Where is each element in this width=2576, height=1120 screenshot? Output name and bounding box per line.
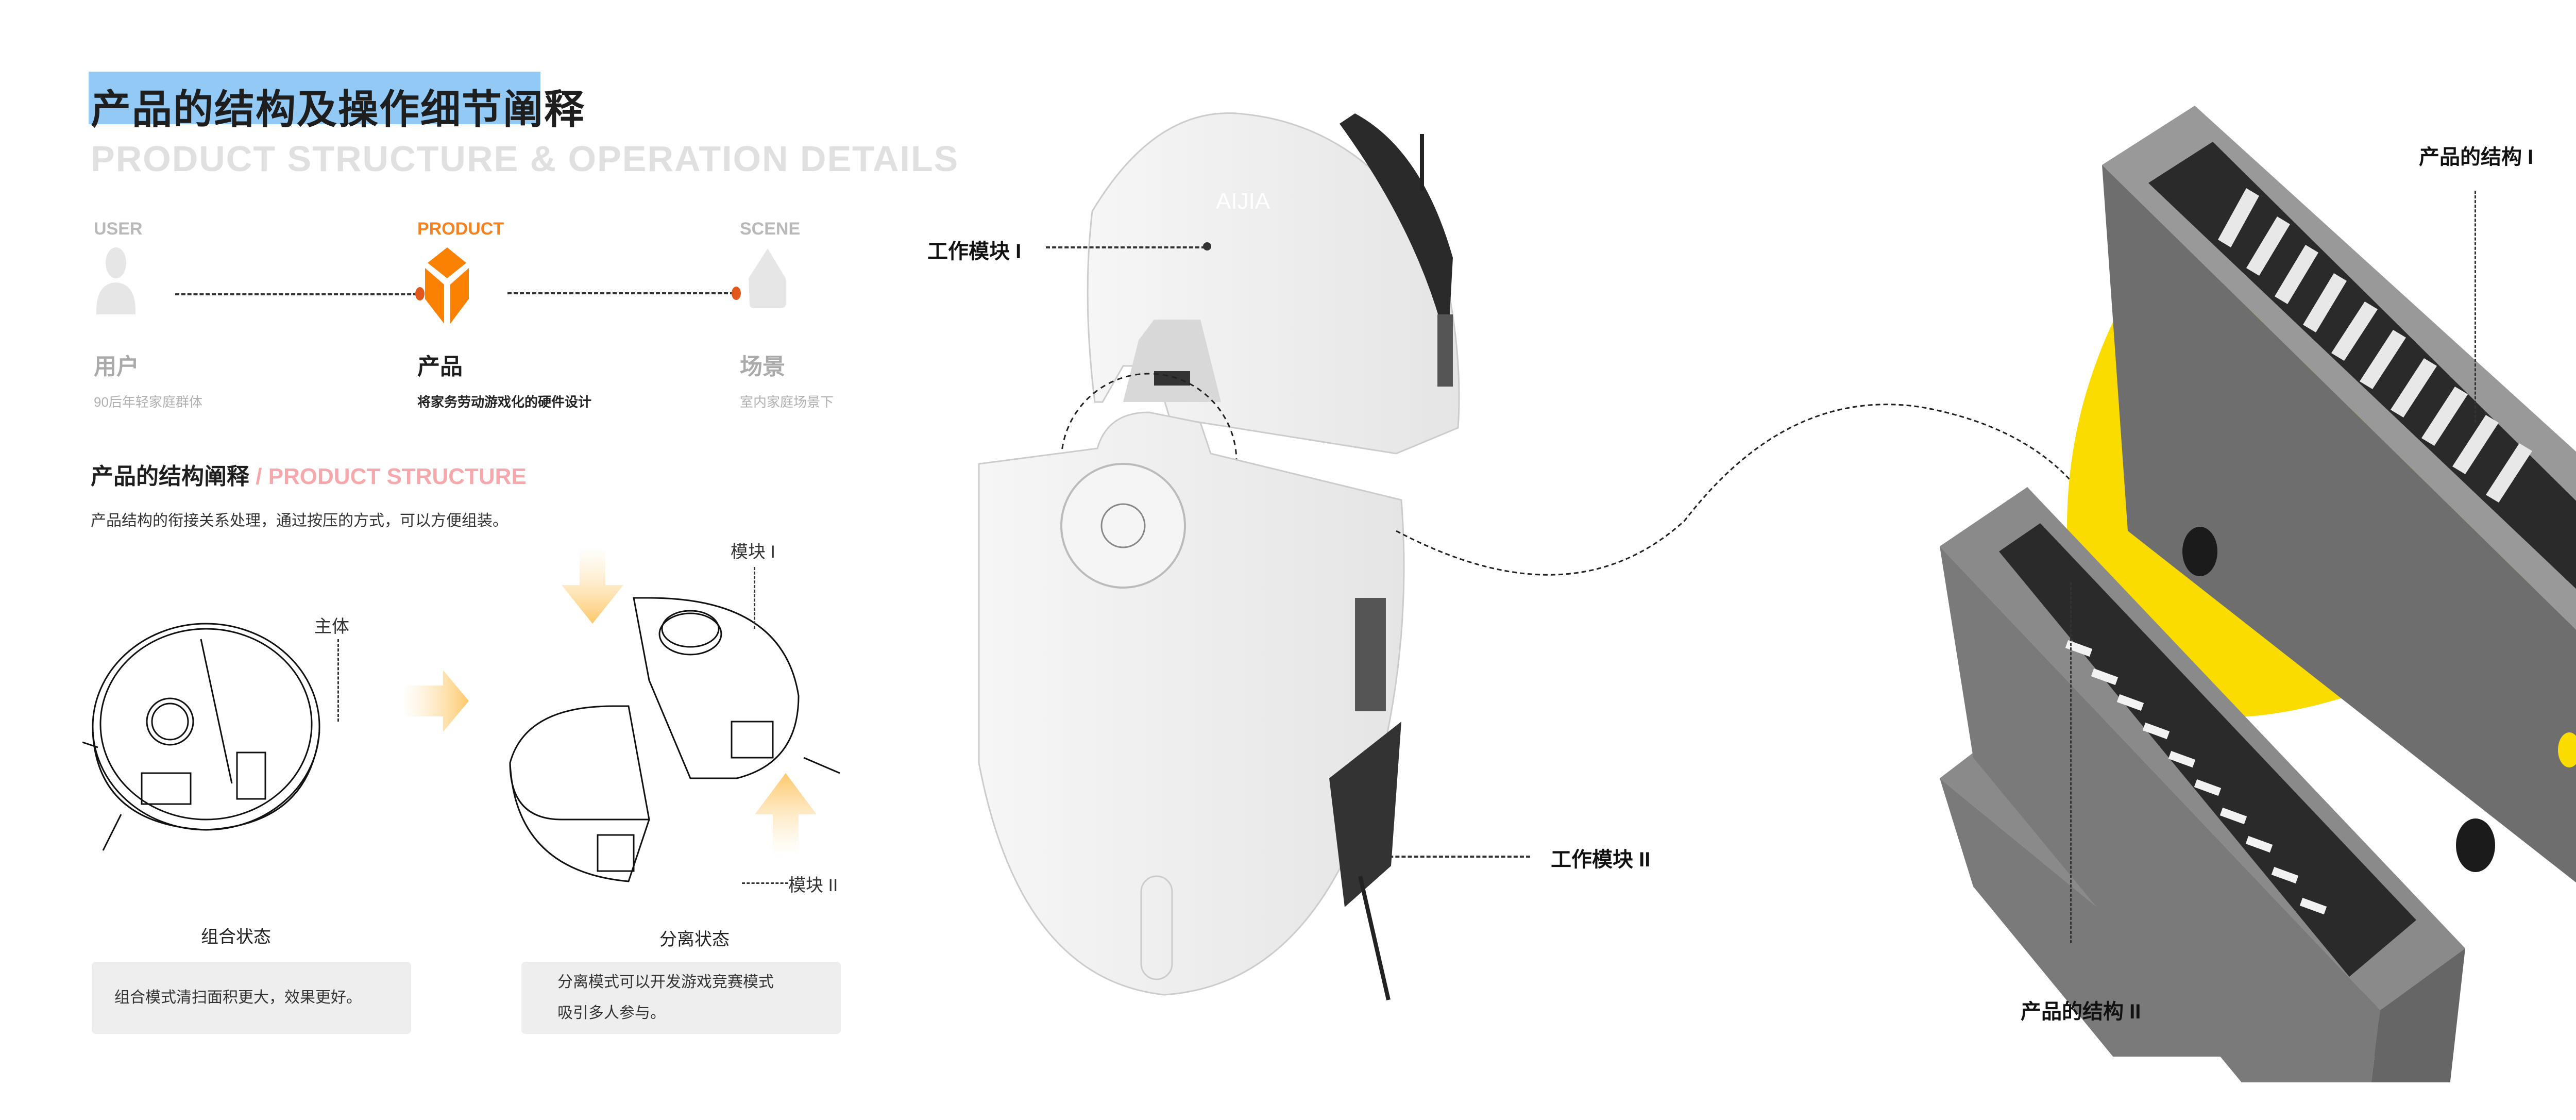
label-work-module-2: 工作模块 II	[1551, 848, 1651, 871]
triad-user-desc: 90后年轻家庭群体	[94, 394, 202, 410]
label-main-body: 主体	[314, 617, 349, 637]
connector-dot	[732, 287, 741, 300]
connector-dash	[507, 292, 734, 294]
arrow-right-icon	[402, 670, 469, 732]
leader-line	[337, 639, 339, 722]
triad-product-desc: 将家务劳动游戏化的硬件设计	[417, 394, 592, 410]
page-title: 产品的结构及操作细节阐释	[91, 87, 586, 132]
leader-line	[742, 882, 788, 884]
triad-scene-name: 场景	[740, 354, 785, 379]
leader-dot	[1364, 852, 1372, 861]
robot-render: AIJIA	[978, 112, 1460, 1000]
leader-line	[1046, 246, 1206, 248]
label-structure-2: 产品的结构 II	[2021, 1000, 2141, 1023]
arrow-up-icon	[755, 773, 817, 856]
label-work-module-1: 工作模块 I	[927, 240, 1022, 263]
triad-scene-label: SCENE	[740, 219, 801, 239]
leader-dot	[1203, 242, 1211, 250]
card-combined: 组合模式清扫面积更大，效果更好。	[92, 962, 411, 1034]
leader-line	[1370, 856, 1530, 858]
heading-cn: 产品的结构阐释	[91, 464, 249, 489]
card-text: 组合模式清扫面积更大，效果更好。	[114, 989, 362, 1006]
page-subtitle: PRODUCT STRUCTURE & OPERATION DETAILS	[91, 139, 959, 179]
label-module-1: 模块 I	[731, 542, 775, 562]
title-highlight	[89, 72, 540, 124]
person-icon	[96, 247, 136, 314]
leader-line	[2475, 191, 2476, 423]
card-text: 吸引多人参与。	[557, 1005, 666, 1022]
connector-curve	[1396, 404, 2097, 576]
triad-scene-desc: 室内家庭场景下	[740, 394, 834, 410]
leader-line	[2070, 582, 2072, 943]
heading-en: PRODUCT STRUCTURE	[268, 464, 527, 489]
triad-product-label: PRODUCT	[417, 219, 504, 239]
section-body-left: 产品结构的衔接关系处理，通过按压的方式，可以方便组装。	[91, 512, 508, 529]
robot-separated-sketch	[509, 597, 840, 882]
connector-dot	[415, 287, 425, 300]
triad-user-label: USER	[94, 219, 143, 239]
connector-lower-render	[1940, 487, 2465, 1082]
triad-product-name: 产品	[417, 354, 463, 379]
triad-user-name: 用户	[94, 354, 139, 379]
card-text: 分离模式可以开发游戏竞赛模式	[557, 974, 774, 991]
cube-icon	[425, 247, 469, 324]
section-heading-left: 产品的结构阐释 / PRODUCT STRUCTURE	[91, 458, 527, 491]
arrow-down-icon	[562, 546, 623, 624]
house-icon	[749, 248, 786, 308]
label-module-2: 模块 II	[788, 876, 838, 895]
svg-text:AIJIA: AIJIA	[1216, 189, 1270, 214]
card-separated: 分离模式可以开发游戏竞赛模式 吸引多人参与。	[521, 962, 841, 1034]
caption-separated: 分离状态	[659, 930, 730, 949]
heading-sep: /	[249, 464, 268, 489]
connector-dash	[175, 293, 417, 295]
caption-combined: 组合状态	[201, 927, 271, 947]
leader-line	[754, 567, 755, 629]
label-structure-1: 产品的结构 I	[2419, 146, 2534, 169]
robot-combined-sketch	[82, 623, 320, 851]
